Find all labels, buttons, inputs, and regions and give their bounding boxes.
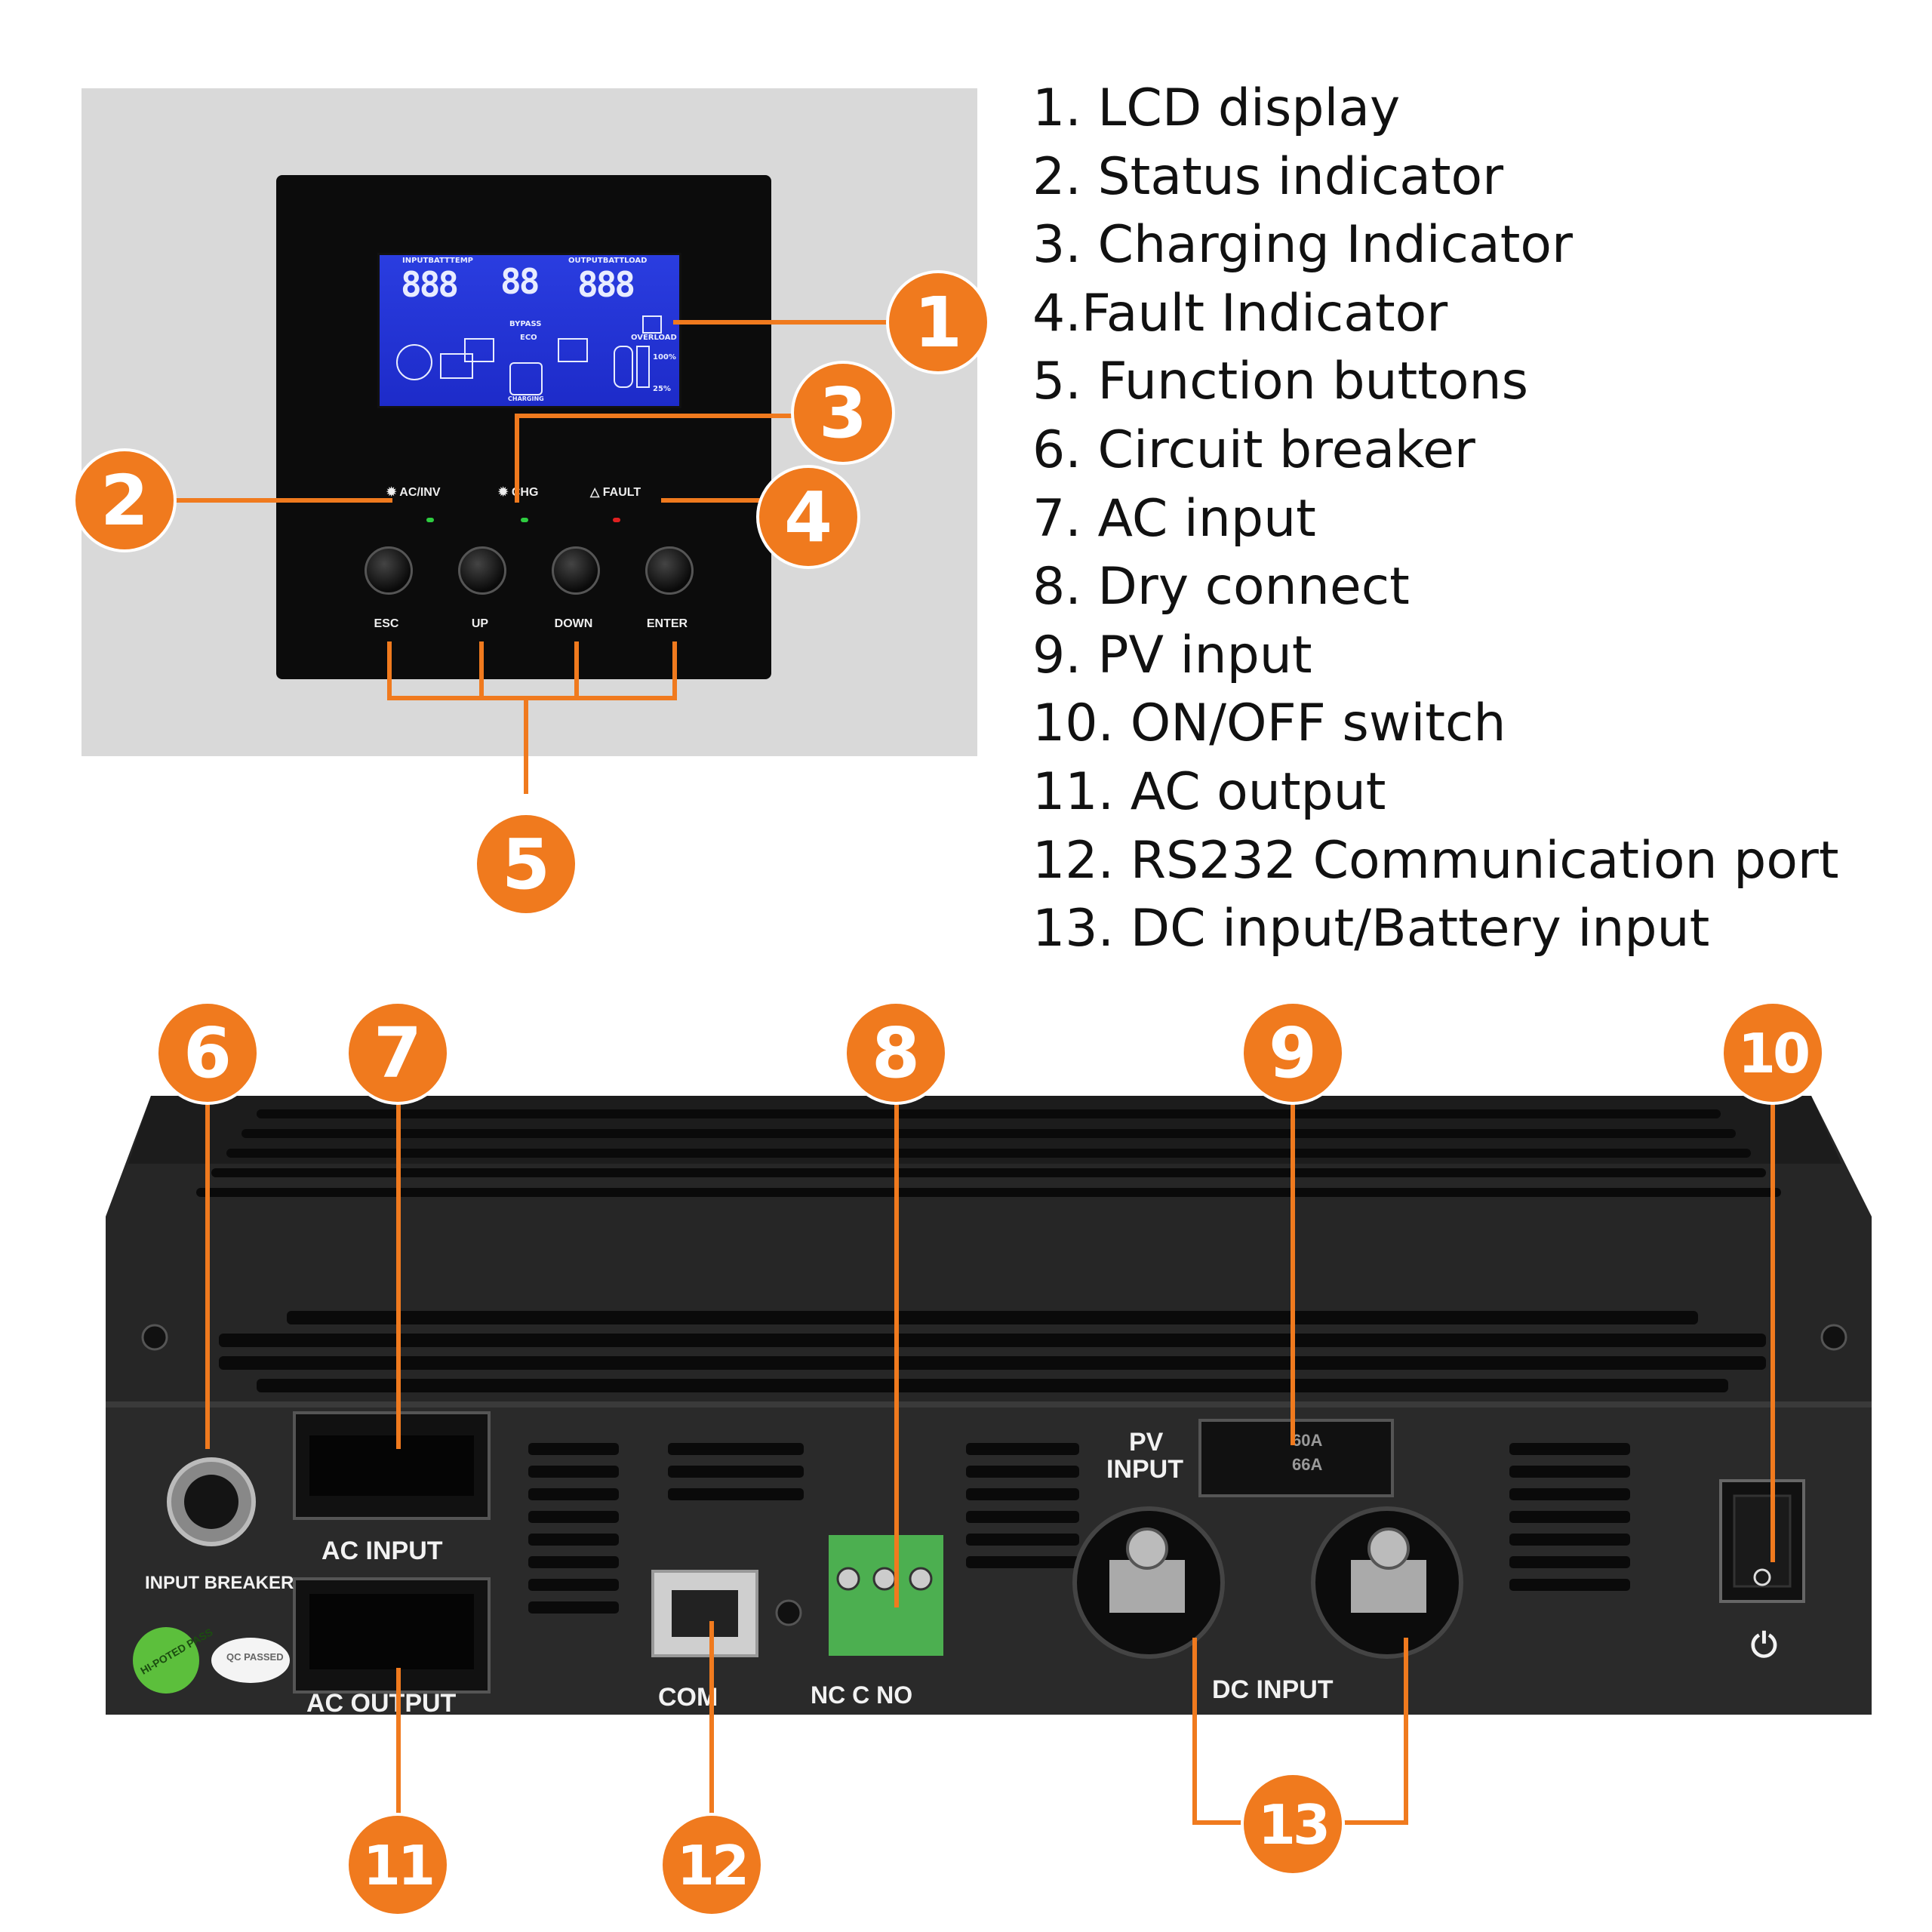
- callout-badge-9: 9: [1244, 1004, 1342, 1102]
- ac-inv-led: [426, 518, 434, 522]
- ac-inv-label: AC/INV: [399, 486, 441, 499]
- callout-line-12: [709, 1621, 714, 1834]
- rear-panel-photo: [106, 1096, 1872, 1715]
- enter-label: ENTER: [646, 617, 688, 630]
- legend-list: 1. LCD display 2. Status indicator 3. Ch…: [1032, 82, 1839, 971]
- down-button[interactable]: [552, 546, 600, 595]
- fault-led: [613, 518, 620, 522]
- callout-badge-8: 8: [847, 1004, 945, 1102]
- up-label: UP: [471, 617, 489, 630]
- callout-line-13b: [1404, 1638, 1408, 1825]
- lcd-eco: ECO: [520, 334, 537, 342]
- callout-line-4: [661, 498, 767, 503]
- legend-item: 13. DC input/Battery input: [1032, 899, 1710, 959]
- speaker-icon: [642, 315, 662, 334]
- up-button[interactable]: [458, 546, 506, 595]
- callout-line-13a: [1192, 1638, 1197, 1825]
- callout-line-5a: [387, 641, 392, 700]
- callout-line-8: [894, 1102, 899, 1607]
- pv-rating-60a: 60A: [1292, 1431, 1323, 1450]
- lcd-left-digits: 888: [401, 264, 459, 305]
- callout-line-3b: [515, 414, 817, 418]
- legend-item: 11. AC output: [1032, 761, 1386, 822]
- callout-badge-13: 13: [1244, 1775, 1342, 1873]
- power-icon: ⏻: [1751, 1627, 1777, 1664]
- legend-item: 8. Dry connect: [1032, 557, 1410, 617]
- ac-output-label: AC OUTPUT: [306, 1689, 457, 1718]
- lcd-overload: OVERLOAD: [631, 334, 677, 342]
- legend-item: 5. Function buttons: [1032, 352, 1529, 412]
- lcd-input-header: INPUTBATTTEMP: [402, 257, 473, 265]
- lcd-percent-25: 25%: [653, 385, 671, 393]
- lcd-right-digits: 888: [577, 264, 635, 305]
- callout-badge-10: 10: [1724, 1004, 1822, 1102]
- legend-item: 3. Charging Indicator: [1032, 215, 1573, 275]
- callout-badge-11: 11: [349, 1816, 447, 1914]
- ac-inv-indicator-label: ✹ AC/INV: [386, 486, 441, 499]
- callout-line-7: [396, 1102, 401, 1449]
- callout-line-1: [673, 320, 937, 325]
- callout-line-5f: [524, 696, 528, 794]
- callout-badge-4: 4: [759, 468, 857, 566]
- callout-badge-12: 12: [663, 1816, 761, 1914]
- inverter-icon: [558, 338, 588, 362]
- legend-item: 12. RS232 Communication port: [1032, 830, 1839, 891]
- callout-badge-1: 1: [889, 273, 987, 371]
- pv-rating-66a: 66A: [1292, 1455, 1323, 1474]
- lcd-charging: CHARGING: [508, 395, 544, 402]
- lcd-percent-100: 100%: [653, 353, 676, 361]
- callout-line-10: [1770, 1102, 1775, 1562]
- callout-line-5e: [387, 696, 677, 700]
- down-label: DOWN: [554, 617, 593, 630]
- pv-input-label: INPUT: [1106, 1455, 1183, 1484]
- input-breaker-label: INPUT BREAKER: [145, 1573, 294, 1593]
- callout-line-9: [1291, 1102, 1295, 1445]
- callout-line-5c: [574, 641, 579, 700]
- callout-badge-3: 3: [794, 364, 892, 462]
- callout-line-3a: [515, 414, 519, 503]
- fault-indicator-label: △ FAULT: [590, 486, 641, 499]
- legend-item: 4.Fault Indicator: [1032, 283, 1448, 343]
- callout-badge-2: 2: [75, 451, 174, 549]
- callout-line-11: [396, 1668, 401, 1819]
- callout-line-5d: [672, 641, 677, 700]
- legend-item: 7. AC input: [1032, 488, 1316, 549]
- esc-button[interactable]: [365, 546, 413, 595]
- callout-line-5b: [479, 641, 484, 700]
- enter-button[interactable]: [645, 546, 694, 595]
- chg-led: [521, 518, 528, 522]
- legend-item: 2. Status indicator: [1032, 146, 1504, 207]
- callout-line-2: [151, 498, 392, 503]
- charger-icon: [464, 338, 494, 362]
- plug-icon: [636, 346, 650, 388]
- fault-label: FAULT: [602, 486, 641, 499]
- control-panel: [276, 175, 771, 679]
- lcd-output-header: OUTPUTBATTLOAD: [568, 257, 648, 265]
- callout-badge-6: 6: [158, 1004, 257, 1102]
- ac-input-label: AC INPUT: [321, 1537, 443, 1565]
- com-label: COM: [658, 1683, 718, 1712]
- legend-item: 9. PV input: [1032, 625, 1312, 685]
- lcd-bypass: BYPASS: [509, 320, 542, 328]
- legend-item: 10. ON/OFF switch: [1032, 694, 1506, 754]
- callout-badge-7: 7: [349, 1004, 447, 1102]
- grid-sine-icon: [396, 344, 432, 380]
- lcd-center-digits: 88: [500, 261, 540, 302]
- qc-sticker: QC PASSED: [226, 1651, 284, 1663]
- legend-item: 6. Circuit breaker: [1032, 420, 1475, 480]
- pv-label: PV: [1129, 1428, 1164, 1457]
- esc-label: ESC: [374, 617, 399, 630]
- dry-contact-label: NC C NO: [811, 1681, 913, 1709]
- lamp-icon: [614, 346, 633, 388]
- callout-badge-5: 5: [477, 815, 575, 913]
- legend-item: 1. LCD display: [1032, 78, 1401, 138]
- dc-input-label: DC INPUT: [1212, 1675, 1334, 1704]
- solar-panel-icon: [440, 353, 473, 379]
- callout-line-6: [205, 1102, 210, 1449]
- lcd-display: INPUTBATTTEMP OUTPUTBATTLOAD 888 88 888 …: [377, 253, 681, 408]
- battery-icon: [509, 362, 543, 395]
